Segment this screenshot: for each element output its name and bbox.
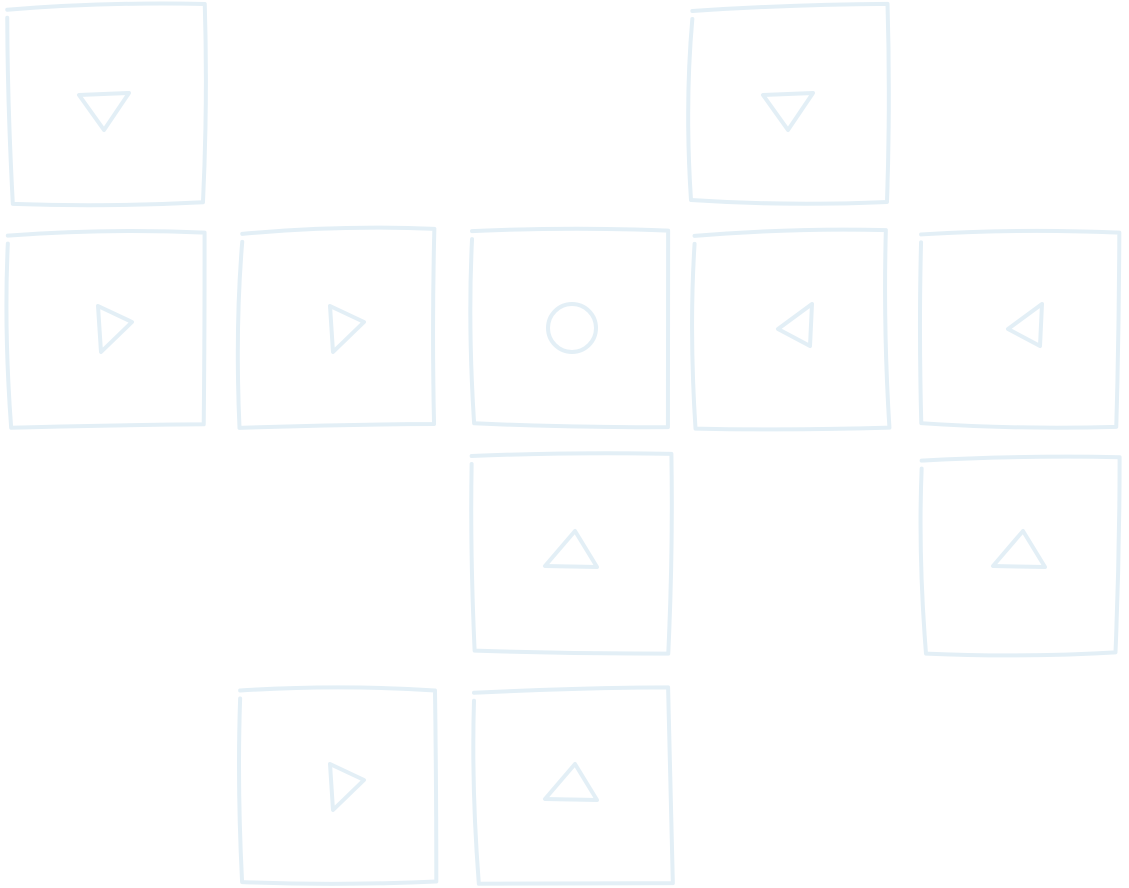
tile-frame (5, 1, 208, 208)
triangle-right-icon (328, 762, 366, 812)
puzzle-tile-r1-c2[interactable] (468, 226, 671, 430)
puzzle-tile-r3-c2[interactable] (471, 685, 675, 886)
tile-frame (468, 226, 671, 430)
triangle-down-icon (761, 91, 815, 132)
triangle-up-icon (991, 529, 1047, 569)
triangle-down-icon (77, 91, 131, 132)
tile-frame (686, 1, 891, 206)
triangle-up-icon (543, 762, 599, 802)
puzzle-tile-r1-c0[interactable] (4, 229, 207, 430)
triangle-left-icon (776, 302, 814, 348)
puzzle-tile-r2-c4[interactable] (918, 454, 1122, 658)
puzzle-tile-r1-c1[interactable] (235, 225, 437, 430)
tile-frame (471, 685, 675, 886)
tile-frame (690, 227, 892, 432)
triangle-up-icon (543, 529, 599, 569)
puzzle-tile-r1-c3[interactable] (690, 227, 892, 432)
triangle-right-icon (96, 304, 134, 354)
tile-frame (4, 229, 207, 430)
tile-frame (917, 228, 1122, 430)
triangle-right-icon (328, 304, 366, 354)
tile-frame (237, 685, 439, 886)
tile-frame (469, 451, 674, 656)
triangle-left-icon (1006, 302, 1044, 348)
tile-frame (918, 454, 1122, 658)
puzzle-tile-r0-c3[interactable] (686, 1, 891, 206)
circle-icon (546, 302, 598, 354)
puzzle-tile-r3-c1[interactable] (237, 685, 439, 886)
tile-frame (235, 225, 437, 430)
puzzle-tile-r0-c0[interactable] (5, 1, 208, 208)
puzzle-tile-r1-c4[interactable] (917, 228, 1122, 430)
puzzle-tile-r2-c2[interactable] (469, 451, 674, 656)
